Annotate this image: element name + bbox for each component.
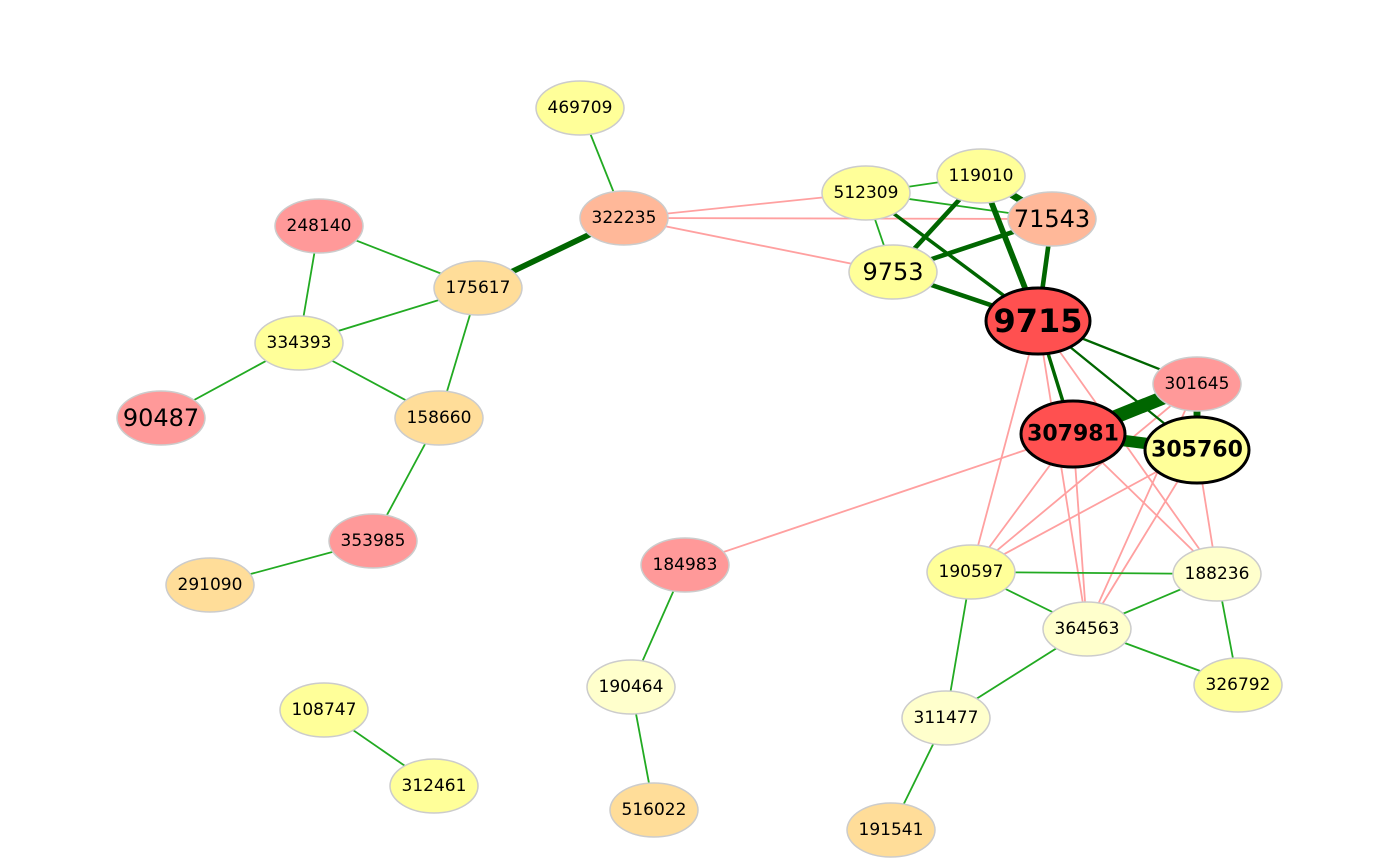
node-label-190464: 190464 [599, 677, 664, 697]
node-9753[interactable]: 9753 [848, 244, 938, 300]
node-184983[interactable]: 184983 [640, 537, 730, 593]
node-shape-190464 [586, 659, 676, 715]
node-label-248140: 248140 [287, 216, 352, 236]
node-shape-512309 [821, 165, 911, 221]
node-322235[interactable]: 322235 [579, 190, 669, 246]
node-291090[interactable]: 291090 [165, 557, 255, 613]
node-label-512309: 512309 [834, 183, 899, 203]
node-175617[interactable]: 175617 [433, 260, 523, 316]
node-label-108747: 108747 [292, 700, 357, 720]
node-shape-248140 [274, 198, 364, 254]
node-label-119010: 119010 [949, 166, 1014, 186]
node-190464[interactable]: 190464 [586, 659, 676, 715]
node-label-184983: 184983 [653, 555, 718, 575]
node-shape-191541 [846, 802, 936, 858]
node-label-301645: 301645 [1165, 374, 1230, 394]
node-shape-326792 [1193, 657, 1283, 713]
node-516022[interactable]: 516022 [609, 782, 699, 838]
node-layer: 469709 322235 248140 175617 334393 90487 15866… [116, 80, 1283, 858]
edge-322235-9753 [623, 217, 894, 273]
node-shape-158660 [394, 390, 484, 446]
node-191541[interactable]: 191541 [846, 802, 936, 858]
node-shape-364563 [1042, 601, 1132, 657]
edge-301645-190597 [970, 383, 1198, 573]
node-190597[interactable]: 190597 [926, 544, 1016, 600]
node-326792[interactable]: 326792 [1193, 657, 1283, 713]
node-shape-119010 [936, 148, 1026, 204]
node-shape-184983 [640, 537, 730, 593]
node-71543[interactable]: 71543 [1007, 191, 1097, 247]
node-shape-301645 [1152, 356, 1242, 412]
node-label-190597: 190597 [939, 562, 1004, 582]
node-label-305760: 305760 [1151, 438, 1243, 463]
node-shape-71543 [1007, 191, 1097, 247]
node-301645[interactable]: 301645 [1152, 356, 1242, 412]
node-shape-311477 [901, 690, 991, 746]
node-shape-9753 [848, 244, 938, 300]
node-label-71543: 71543 [1014, 205, 1090, 233]
node-364563[interactable]: 364563 [1042, 601, 1132, 657]
node-305760[interactable]: 305760 [1143, 415, 1251, 485]
edge-322235-71543 [623, 217, 1053, 220]
node-label-291090: 291090 [178, 575, 243, 595]
edge-9715-190597 [970, 320, 1039, 573]
node-label-188236: 188236 [1185, 564, 1250, 584]
node-311477[interactable]: 311477 [901, 690, 991, 746]
node-label-364563: 364563 [1055, 619, 1120, 639]
node-shape-469709 [535, 80, 625, 136]
node-label-353985: 353985 [341, 531, 406, 551]
node-label-311477: 311477 [914, 708, 979, 728]
node-312461[interactable]: 312461 [389, 758, 479, 814]
node-353985[interactable]: 353985 [328, 513, 418, 569]
edge-9715-364563 [1037, 320, 1088, 630]
edge-9715-188236 [1037, 320, 1218, 575]
node-248140[interactable]: 248140 [274, 198, 364, 254]
node-shape-305760 [1143, 415, 1251, 485]
node-shape-334393 [254, 315, 344, 371]
node-108747[interactable]: 108747 [279, 682, 369, 738]
node-label-322235: 322235 [592, 208, 657, 228]
edge-184983-307981 [684, 433, 1074, 566]
node-158660[interactable]: 158660 [394, 390, 484, 446]
node-shape-90487 [116, 390, 206, 446]
node-shape-516022 [609, 782, 699, 838]
node-shape-312461 [389, 758, 479, 814]
node-shape-291090 [165, 557, 255, 613]
node-shape-188236 [1172, 546, 1262, 602]
node-shape-175617 [433, 260, 523, 316]
node-90487[interactable]: 90487 [116, 390, 206, 446]
node-307981[interactable]: 307981 [1019, 399, 1127, 469]
node-469709[interactable]: 469709 [535, 80, 625, 136]
node-label-516022: 516022 [622, 800, 687, 820]
node-label-307981: 307981 [1027, 422, 1119, 447]
node-334393[interactable]: 334393 [254, 315, 344, 371]
node-188236[interactable]: 188236 [1172, 546, 1262, 602]
node-shape-307981 [1019, 399, 1127, 469]
node-shape-190597 [926, 544, 1016, 600]
node-shape-108747 [279, 682, 369, 738]
node-shape-9715 [984, 286, 1092, 356]
node-label-90487: 90487 [123, 404, 199, 432]
node-label-469709: 469709 [548, 98, 613, 118]
node-512309[interactable]: 512309 [821, 165, 911, 221]
node-label-326792: 326792 [1206, 675, 1271, 695]
node-119010[interactable]: 119010 [936, 148, 1026, 204]
node-9715[interactable]: 9715 [984, 286, 1092, 356]
node-label-175617: 175617 [446, 278, 511, 298]
node-label-191541: 191541 [859, 820, 924, 840]
node-label-312461: 312461 [402, 776, 467, 796]
node-label-9753: 9753 [862, 258, 923, 286]
node-label-9715: 9715 [993, 302, 1082, 340]
node-shape-322235 [579, 190, 669, 246]
node-shape-353985 [328, 513, 418, 569]
node-label-158660: 158660 [407, 408, 472, 428]
node-label-334393: 334393 [267, 333, 332, 353]
